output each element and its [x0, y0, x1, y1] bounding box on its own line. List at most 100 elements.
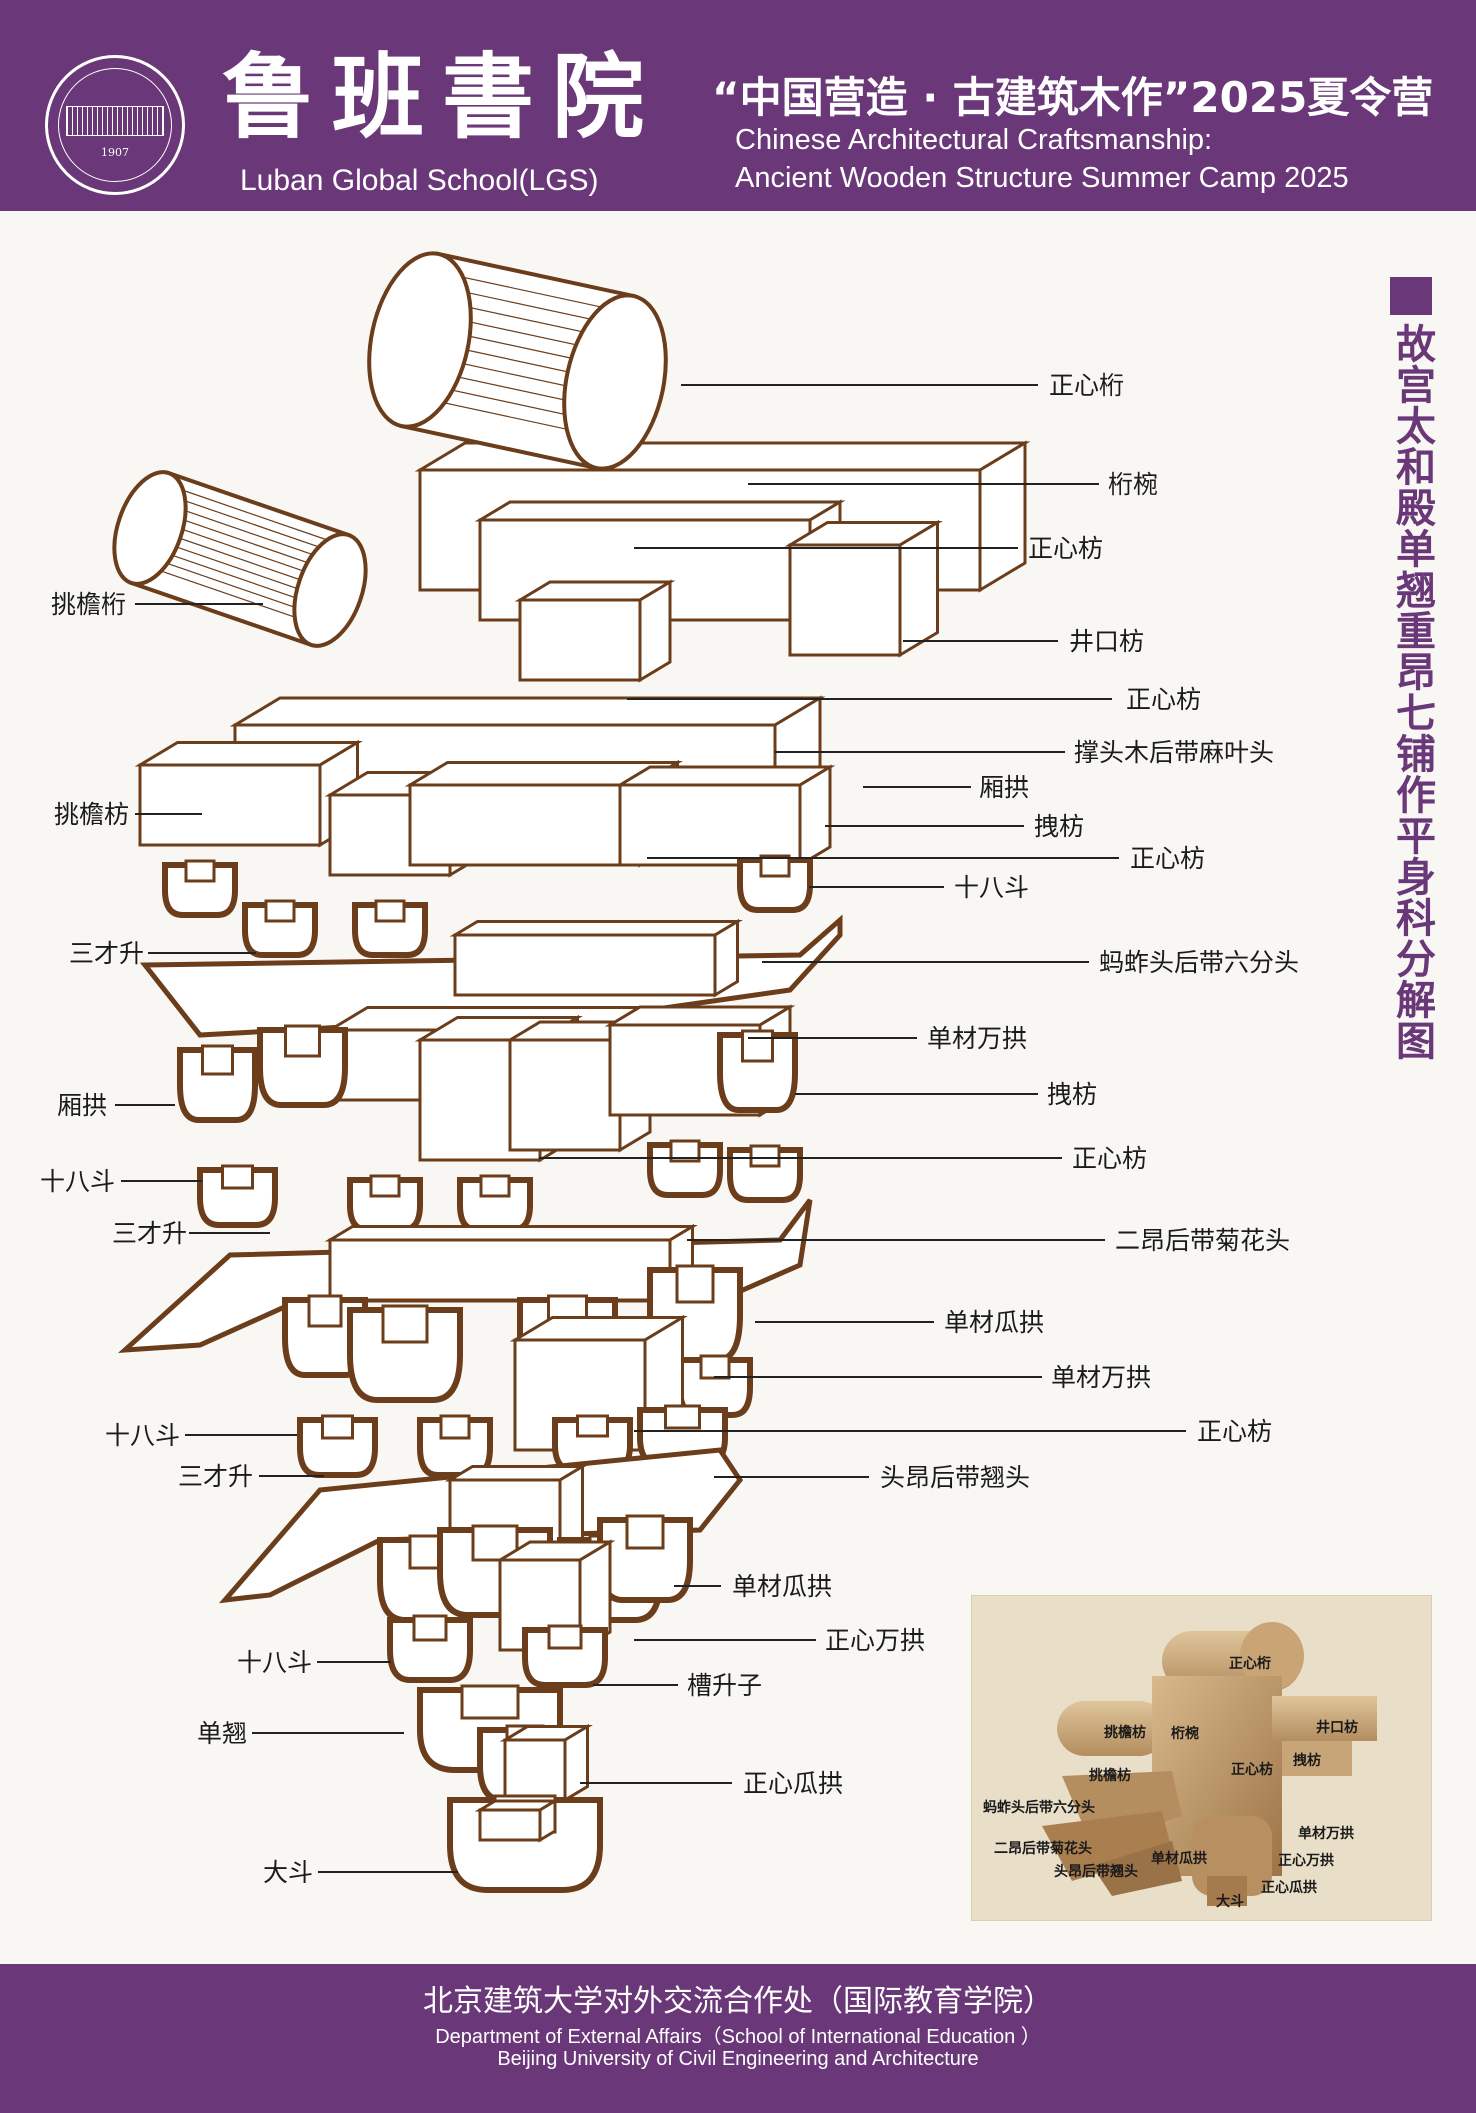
part-label: 头昂后带翘头	[880, 1463, 1031, 1492]
dou-block	[347, 1307, 463, 1403]
part-label: 十八斗	[954, 873, 1030, 902]
inset-part-label: 挑檐枋	[1104, 1725, 1146, 1741]
part-label: 单材万拱	[927, 1024, 1028, 1053]
leader-line	[634, 547, 1018, 549]
tiaoyan-heng-cylinder	[161, 492, 343, 556]
zhengxin-fang-top	[474, 500, 846, 522]
dou-block	[184, 859, 216, 883]
beam-block	[518, 598, 642, 682]
inset-part-label: 挑檐枋	[1089, 1768, 1131, 1784]
dou-block	[669, 1139, 701, 1163]
dou-block	[221, 1164, 254, 1190]
inset-part-label: 正心瓜拱	[1261, 1880, 1317, 1896]
dou-block	[576, 1414, 609, 1438]
inset-part-label: 单材万拱	[1298, 1826, 1354, 1842]
dou-block	[675, 1264, 715, 1304]
side-title-text: 故宫太和殿单翘重昂七铺作平身科分解图	[1389, 323, 1435, 1061]
beam-block	[503, 1738, 567, 1802]
dou-block	[727, 1147, 803, 1203]
part-label: 井口枋	[1069, 627, 1145, 656]
part-label: 厢拱	[57, 1091, 108, 1120]
leader-line	[148, 952, 256, 954]
exploded-bracket-diagram	[112, 251, 1031, 1893]
tiaoyan-heng-cylinder	[164, 483, 346, 547]
tiaoyan-heng-cylinder	[112, 470, 188, 586]
beam-block	[713, 918, 739, 998]
beam-block	[508, 1038, 622, 1152]
zhengxin-heng-cylinder	[367, 251, 473, 429]
dou-block	[297, 1417, 378, 1478]
part-label: 正心枋	[1126, 685, 1202, 714]
leader-line	[748, 483, 1099, 485]
part-label: 三才升	[112, 1219, 188, 1248]
leader-line	[252, 1732, 404, 1734]
part-label: 正心枋	[1028, 534, 1104, 563]
leader-line	[809, 886, 944, 888]
beam-block	[453, 933, 717, 997]
tiaoyan-heng-cylinder	[158, 501, 340, 565]
part-label: 三才升	[69, 939, 145, 968]
tiaoyan-heng-cylinder	[137, 562, 319, 626]
wood-model-image	[1042, 1622, 1377, 1906]
leader-line	[755, 1321, 934, 1323]
beam-block	[563, 1723, 589, 1803]
leader-line	[593, 1684, 678, 1686]
leader-line	[762, 961, 1089, 963]
dou-block	[162, 862, 238, 918]
zhengxin-heng-cylinder	[562, 293, 668, 471]
leader-line	[903, 640, 1058, 642]
part-label: 桁椀	[1108, 470, 1159, 499]
part-label: 二昂后带菊花头	[1115, 1226, 1291, 1255]
inset-part-label: 正心万拱	[1278, 1853, 1334, 1869]
dou-block	[307, 1294, 343, 1328]
leader-line	[714, 1376, 1042, 1378]
part-label: 挑檐桁	[51, 590, 127, 619]
dou-block	[381, 1304, 429, 1344]
xianggong	[257, 1027, 348, 1108]
dou-block	[759, 854, 791, 878]
dou-block	[369, 1174, 401, 1198]
leader-line	[115, 1104, 175, 1106]
part-label: 正心枋	[1072, 1144, 1148, 1173]
inset-part-label: 正心枋	[1231, 1762, 1273, 1778]
part-label: 正心瓜拱	[743, 1769, 844, 1798]
tiaoyan-heng-cylinder	[292, 532, 368, 648]
dou-block	[197, 1167, 278, 1228]
beam-block	[328, 1238, 672, 1302]
leader-line	[681, 384, 1038, 386]
part-label: 正心枋	[1130, 844, 1206, 873]
tiaoyan-heng-cylinder	[140, 553, 322, 617]
dou-block	[352, 902, 428, 958]
inset-part-label: 单材瓜拱	[1151, 1851, 1207, 1867]
inset-part-label: 头昂后带翘头	[1054, 1864, 1138, 1880]
inset-part-label: 桁椀	[1171, 1726, 1199, 1742]
part-label: 拽枋	[1034, 812, 1085, 841]
caoshengzi	[522, 1627, 608, 1688]
part-label: 单材瓜拱	[732, 1572, 833, 1601]
footer: 北京建筑大学对外交流合作处（国际教育学院） Department of Exte…	[0, 1964, 1476, 2113]
xianggong	[284, 1024, 321, 1058]
beam-block	[408, 783, 642, 867]
leader-line	[687, 1239, 1105, 1241]
leader-line	[580, 1782, 732, 1784]
leader-line	[539, 1157, 1062, 1159]
leader-line	[185, 1434, 297, 1436]
beam-block	[638, 579, 672, 683]
leader-line	[189, 1232, 270, 1234]
brand-title: 鲁班書院	[222, 43, 663, 151]
inset-part-label: 蚂蚱头后带六分头	[983, 1800, 1095, 1816]
logo-year: 1907	[101, 146, 129, 159]
dou-block	[749, 1144, 781, 1168]
inset-part-label: 拽枋	[1293, 1753, 1321, 1769]
footer-org-cn: 北京建筑大学对外交流合作处（国际教育学院）	[423, 1984, 1053, 2019]
leader-line	[647, 857, 1119, 859]
camp-title-en-2: Ancient Wooden Structure Summer Camp 202…	[735, 162, 1349, 194]
xianggong	[717, 1032, 798, 1113]
dou-block	[479, 1174, 511, 1198]
camp-title-en-1: Chinese Architectural Craftsmanship:	[735, 124, 1213, 156]
leader-line	[259, 1475, 324, 1477]
part-label: 大斗	[263, 1858, 314, 1887]
leader-line	[135, 603, 263, 605]
header: 1907 鲁班書院 Luban Global School(LGS) “中国营造…	[0, 0, 1476, 211]
jingkou-fang	[788, 543, 902, 657]
